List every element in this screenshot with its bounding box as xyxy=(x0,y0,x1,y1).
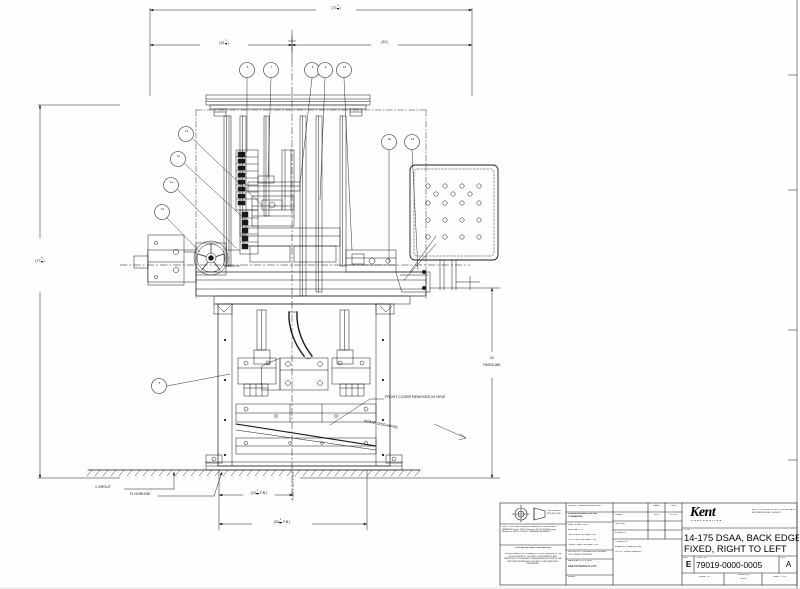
balloon-13: 13 xyxy=(410,137,415,141)
company-info-block: KENT CORPORATION AN ENGINEERING DEPARTME… xyxy=(502,526,558,534)
kent-address: KENT CORPORATION 2401 YORK ALPHA DR NORT… xyxy=(752,509,796,514)
scale-label: SCALE: 1:8 xyxy=(698,576,710,578)
tolerance-fractional: FRACTIONAL ± 1/64 xyxy=(568,524,588,526)
balloon-12: 12 xyxy=(160,207,165,211)
row-label-checked: CHECKED xyxy=(615,523,626,525)
finish-label: FINISH xyxy=(568,576,575,578)
drawn-name-value: SDM xyxy=(654,514,659,516)
comments-line-2: DO NOT SCALE DRAWING xyxy=(615,551,641,553)
balloon-15-top: 15 xyxy=(342,65,347,69)
row-label-drawn: DRAWN xyxy=(615,514,623,516)
balloon-7: 7 xyxy=(270,65,273,69)
size-value: E xyxy=(685,561,692,569)
dim-passline-label: PASSLINE xyxy=(483,363,501,367)
balloon-8: 8 xyxy=(311,65,314,69)
projection-note: THIRD ANGLE PROJECTION xyxy=(547,510,561,515)
col-header-date: DATE xyxy=(670,505,677,507)
tolerance-three-place: THREE PLACE DECIMAL ± .002 xyxy=(568,544,599,546)
weight-label: WEIGHT (lb) xyxy=(737,574,750,576)
balloon-14: 14 xyxy=(184,129,189,133)
title-label: TITLE: xyxy=(684,529,691,531)
tolerance-two-place: TWO PLACE DECIMAL ± .005 xyxy=(568,539,597,541)
drawn-date-value: 20-13-13 xyxy=(669,514,678,516)
comments-label: COMMENTS: xyxy=(615,541,628,543)
rev-value: A xyxy=(785,561,792,569)
proprietary-text: THE INFORMATION CONTAINED IN THIS DRAWIN… xyxy=(504,553,562,566)
note-floorline: FLOORLINE xyxy=(130,492,151,496)
drawing-title-line-1: 14-175 DSAA, BACK EDGE xyxy=(684,533,799,543)
weight-value: 3663.8 xyxy=(740,578,747,580)
comments-line-1: BREAK ALL SHARP EDGES xyxy=(615,546,642,548)
size-label: SIZE xyxy=(683,557,688,559)
col-header-name: NAME xyxy=(653,505,660,507)
sheet-label: SHEET 1 OF 1 xyxy=(773,576,787,578)
dim-right-width: (42) xyxy=(381,40,388,44)
geometric-tolerancing-note: GEOMETRIC TOLERANCING PER ANSI Y14.5 LAT… xyxy=(568,551,607,556)
kent-logo: Kent xyxy=(690,505,716,520)
kent-logo-subtitle: CORPORATION xyxy=(691,520,723,522)
dim-passline-value: 41 xyxy=(490,356,494,360)
dwg-no-label: DWG. NO. xyxy=(697,557,707,559)
drawing-title-line-2: FIXED, RIGHT TO LEFT xyxy=(684,544,787,554)
balloon-15-left: 15 xyxy=(176,154,181,158)
balloon-11: 11 xyxy=(170,180,173,184)
balloon-5: 5 xyxy=(158,381,161,385)
balloon-10: 10 xyxy=(387,137,392,141)
note-front-cover: FRONT COVER REMOVED IN VIEW xyxy=(385,395,446,399)
material-value: SEE MATERIALS LIST xyxy=(568,565,597,568)
unless-specified-note: UNLESS OTHERWISE SPECIFIED: xyxy=(568,505,602,507)
balloon-9: 9 xyxy=(324,65,327,69)
material-label: MATERIAL/ STOCK SIZE xyxy=(568,560,592,562)
tolerance-one-place: ONE PLACE DECIMAL ± .010 xyxy=(568,534,596,536)
balloon-6: 6 xyxy=(246,65,249,69)
dwg-number-value: 79019-0000-0005 xyxy=(696,561,763,570)
proprietary-title: PROPRIETARY AND CONFIDENTIAL xyxy=(515,547,551,549)
row-label-eng-appr: ENG APPR. xyxy=(615,532,627,534)
dimensions-note: DIMENSIONS ARE IN INCHES TOLERANCES: xyxy=(568,513,598,518)
tolerance-angular: ANGULAR ± .5° xyxy=(568,529,583,531)
rev-label: REV xyxy=(781,557,786,559)
note-grout: 1 GROUT xyxy=(95,485,111,489)
